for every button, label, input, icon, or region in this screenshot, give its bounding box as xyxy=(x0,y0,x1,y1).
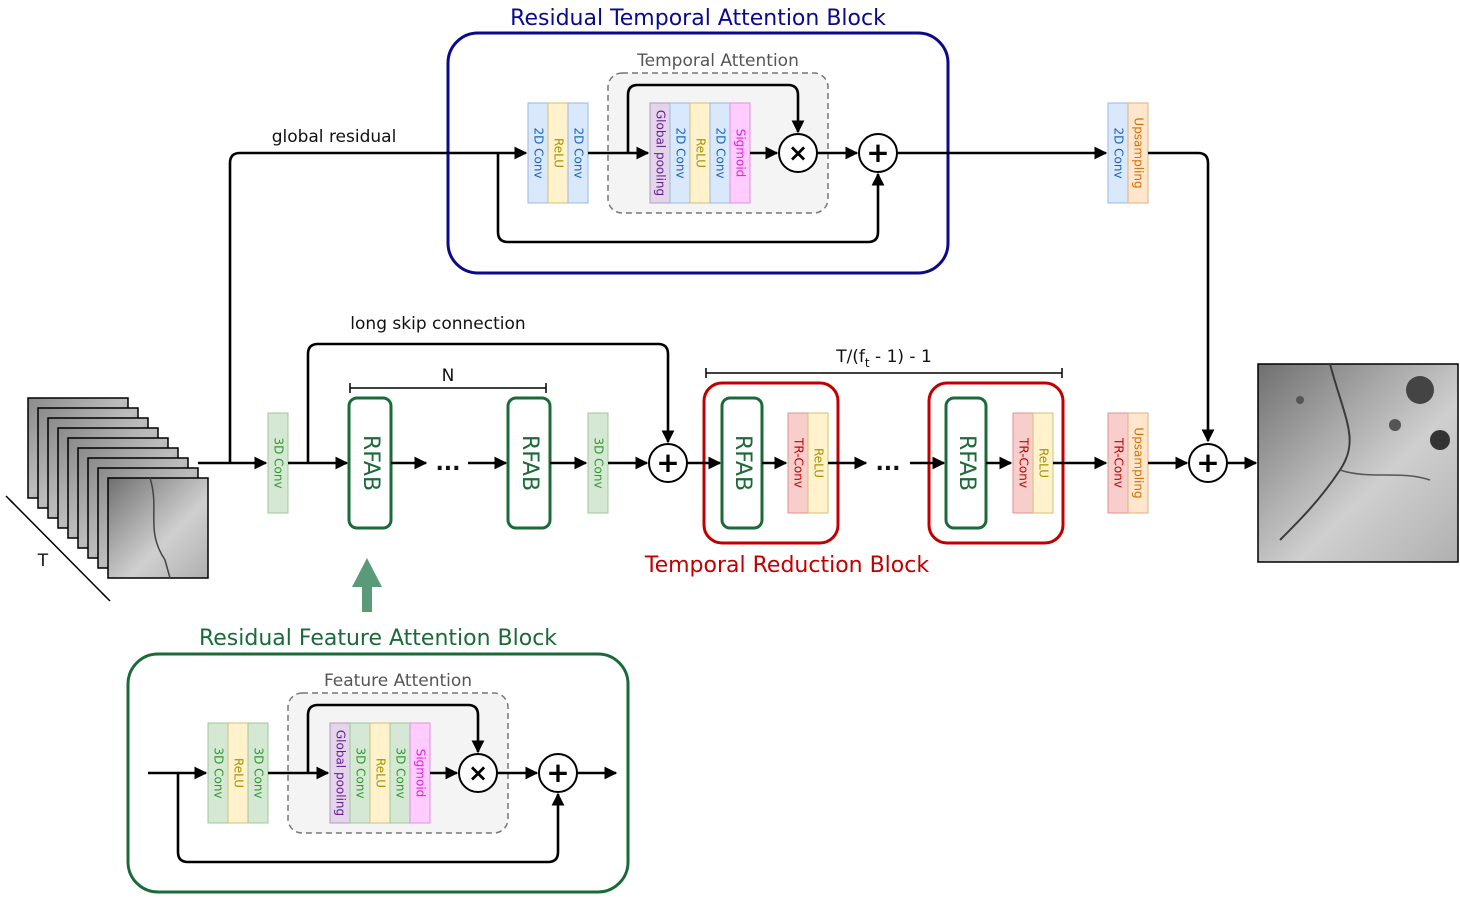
layer-relu-label: ReLU xyxy=(232,758,246,788)
t-axis-label: T xyxy=(37,551,49,571)
reduction-bracket xyxy=(705,368,1063,378)
layer-2d-conv-label: 2D Conv xyxy=(1112,127,1126,178)
multiply-operator-symbol: × xyxy=(788,139,808,167)
trb-ellipsis: ... xyxy=(875,451,900,476)
temporal-attention-stack: Global pooling 2D Conv ReLU 2D Conv Sigm… xyxy=(649,102,751,204)
layer-global-pooling-label: Global pooling xyxy=(654,110,668,196)
temporal-attention-title: Temporal Attention xyxy=(636,51,799,71)
add-operator-symbol: + xyxy=(656,446,679,479)
top-upsampling-stack: 2D Conv Upsampling xyxy=(1107,102,1149,204)
n-bracket xyxy=(349,383,547,393)
rtab-title: Residual Temporal Attention Block xyxy=(510,6,886,31)
rtab-conv-stack: 2D Conv ReLU 2D Conv xyxy=(527,102,589,204)
layer-relu-label: ReLU xyxy=(694,138,708,168)
layer-3d-conv-label: 3D Conv xyxy=(592,437,606,488)
n-label: N xyxy=(442,366,455,386)
layer-tr-conv-label: TR-Conv xyxy=(792,437,806,488)
rfab-label: RFAB xyxy=(358,435,383,491)
add-operator-symbol: + xyxy=(1196,446,1219,479)
layer-relu-label: ReLU xyxy=(552,138,566,168)
feature-attention-title: Feature Attention xyxy=(324,671,472,691)
add-operator xyxy=(858,133,898,173)
global-residual-wires xyxy=(228,146,1215,463)
output-image xyxy=(1257,363,1459,563)
layer-relu-label: ReLU xyxy=(812,448,826,478)
rfab-detail-border xyxy=(126,652,630,894)
global-residual-label: global residual xyxy=(272,127,397,147)
layer-upsampling-label: Upsampling xyxy=(1132,427,1146,498)
layer-tr-conv-label: TR-Conv xyxy=(1017,437,1031,488)
input-image-stack xyxy=(27,397,209,579)
layer-3d-conv-label: 3D Conv xyxy=(252,747,266,798)
rtab-wires xyxy=(496,83,885,244)
rfab-conv-stack: 3D Conv ReLU 3D Conv xyxy=(207,722,269,824)
main-chain-wires xyxy=(198,342,1258,470)
layer-2d-conv-label: 2D Conv xyxy=(674,127,688,178)
feature-attention-stack: Global pooling 3D Conv ReLU 3D Conv Sigm… xyxy=(329,722,431,824)
rfab-wires xyxy=(148,703,618,864)
t-axis xyxy=(5,495,111,602)
layer-sigmoid-label: Sigmoid xyxy=(414,749,428,798)
expand-arrow xyxy=(352,558,382,612)
add-operator-symbol: + xyxy=(866,136,889,169)
multiply-operator-symbol: × xyxy=(468,759,488,787)
layer-global-pooling-label: Global pooling xyxy=(334,730,348,816)
add-operator-symbol: + xyxy=(546,756,569,789)
trb-title: Temporal Reduction Block xyxy=(644,553,929,578)
rfab-label: RFAB xyxy=(517,435,542,491)
long-skip-label: long skip connection xyxy=(350,314,525,334)
rfab-ellipsis: ... xyxy=(435,451,460,476)
layer-3d-conv-label: 3D Conv xyxy=(394,747,408,798)
layer-3d-conv-label: 3D Conv xyxy=(212,747,226,798)
rfab-label: RFAB xyxy=(730,435,755,491)
layer-tr-conv-label: TR-Conv xyxy=(1112,437,1126,488)
layer-relu-label: ReLU xyxy=(374,758,388,788)
layer-2d-conv-label: 2D Conv xyxy=(714,127,728,178)
layer-3d-conv-label: 3D Conv xyxy=(272,437,286,488)
layer-relu-label: ReLU xyxy=(1037,448,1051,478)
layer-2d-conv-label: 2D Conv xyxy=(572,127,586,178)
rfab-label: RFAB xyxy=(954,435,979,491)
layer-sigmoid-label: Sigmoid xyxy=(734,129,748,178)
layer-upsampling-label: Upsampling xyxy=(1132,117,1146,188)
layer-2d-conv-label: 2D Conv xyxy=(532,127,546,178)
rfab-detail-title: Residual Feature Attention Block xyxy=(199,626,557,651)
reduction-count-label: T/(ft - 1) - 1 xyxy=(835,347,932,370)
layer-3d-conv-label: 3D Conv xyxy=(354,747,368,798)
